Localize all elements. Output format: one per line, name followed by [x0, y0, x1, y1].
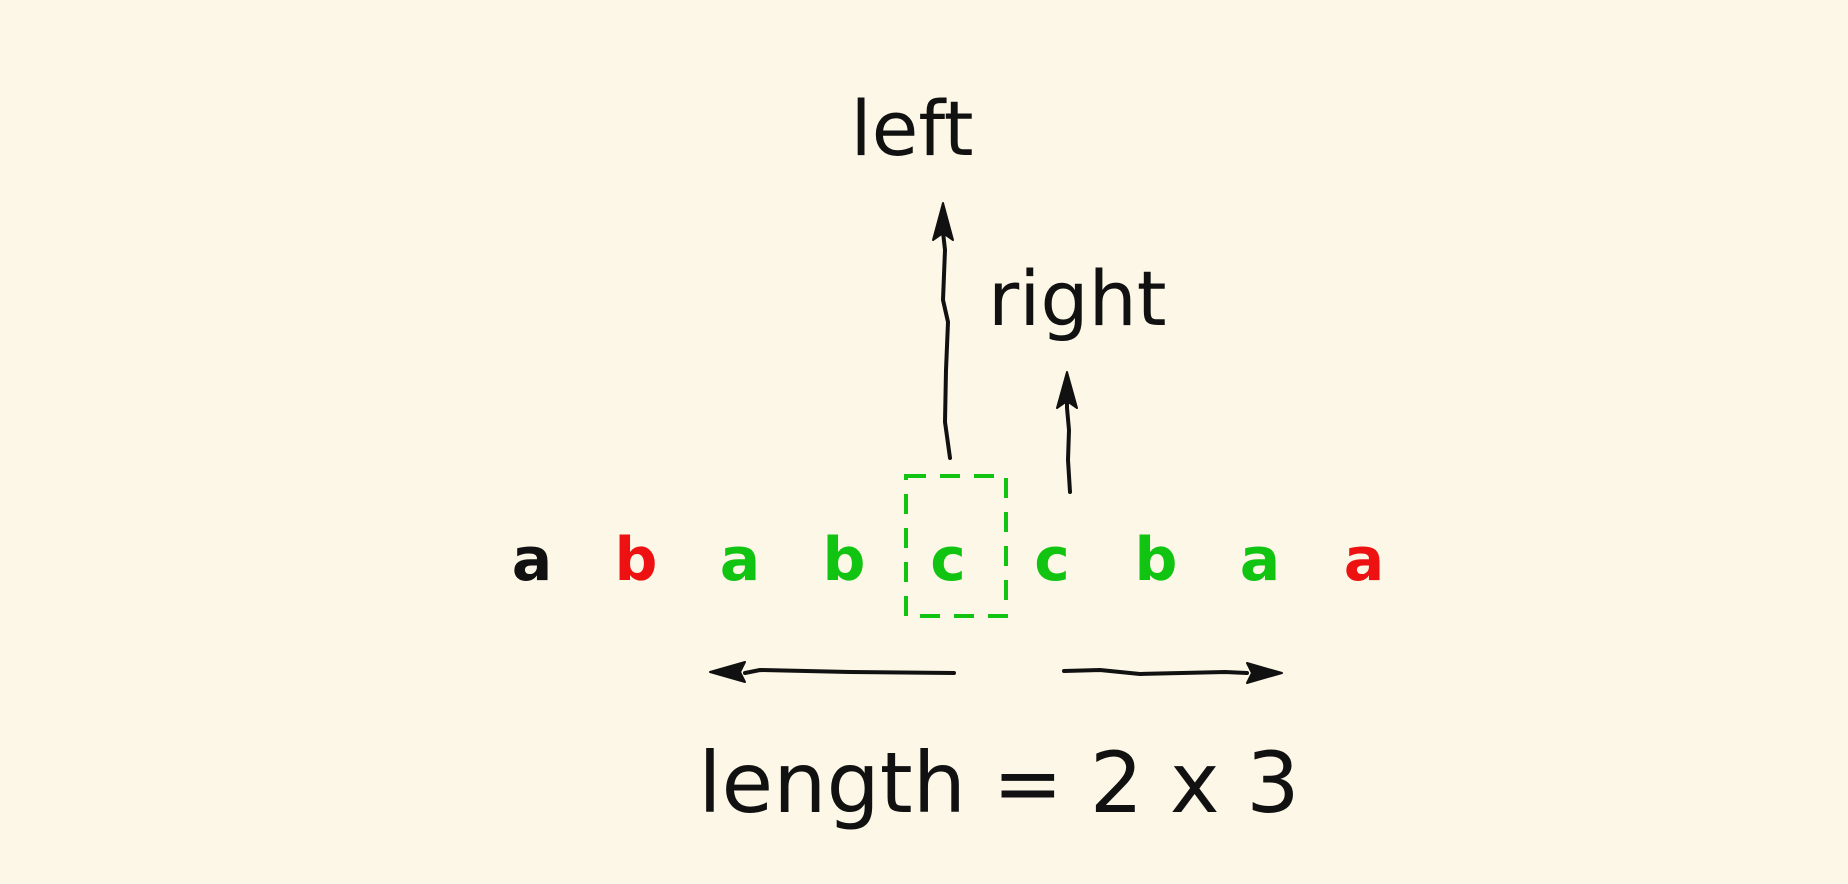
char-0: a: [512, 525, 553, 595]
expand-left-arrow: [743, 668, 956, 675]
right-pointer-label: right: [988, 254, 1167, 343]
right-pointer-arrow: [1065, 396, 1072, 494]
expand-right-arrowhead: [1246, 662, 1283, 684]
expand-right-arrow: [1062, 668, 1249, 676]
left-pointer-label: left: [850, 84, 973, 173]
right-pointer-arrowhead: [1056, 371, 1078, 409]
char-3: b: [823, 525, 866, 595]
char-5: c: [1034, 525, 1070, 595]
center-char-dashed-box: [904, 474, 1008, 618]
char-6: b: [1135, 525, 1178, 595]
expand-left-arrowhead: [709, 661, 746, 683]
left-pointer-arrow: [941, 230, 952, 460]
left-pointer-arrowhead: [932, 202, 954, 241]
char-4: c: [930, 525, 966, 595]
char-7: a: [1240, 525, 1281, 595]
char-2: a: [720, 525, 761, 595]
char-8: a: [1344, 525, 1385, 595]
char-1: b: [615, 525, 658, 595]
length-formula: length = 2 x 3: [698, 734, 1300, 832]
